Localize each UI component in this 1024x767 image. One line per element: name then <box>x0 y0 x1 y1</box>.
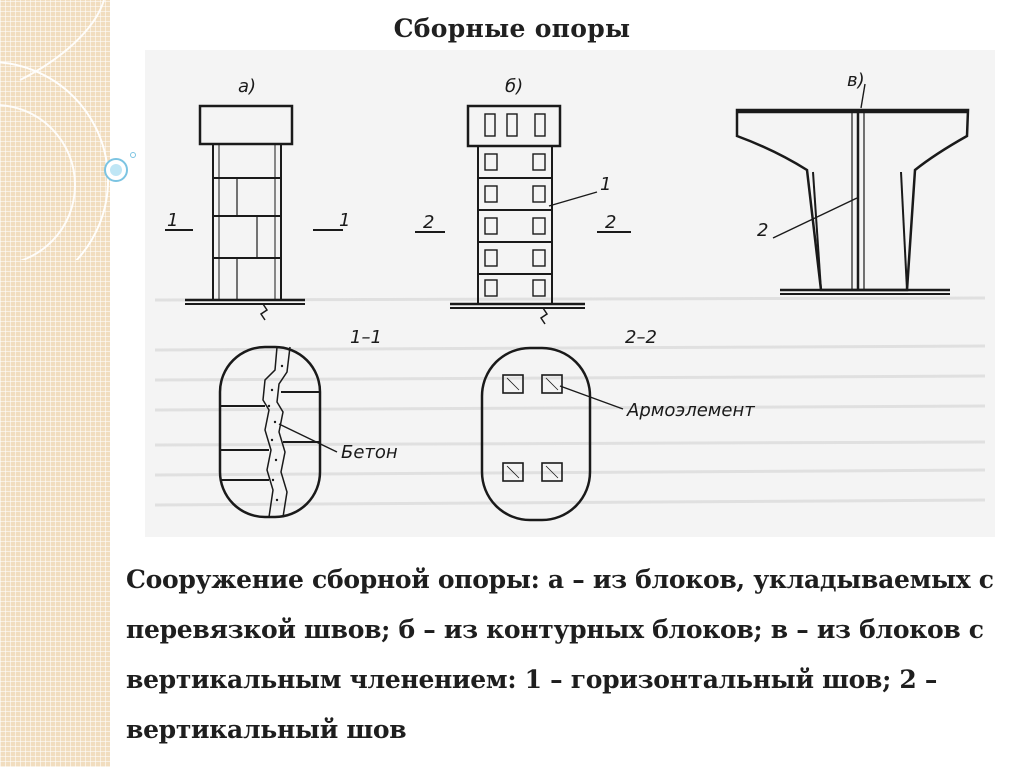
decorative-swirl <box>0 0 136 260</box>
marker-2-left: 2 <box>423 212 434 233</box>
page-title: Сборные опоры <box>393 14 631 43</box>
label-a: а) <box>238 76 256 97</box>
marker-2-right: 2 <box>605 212 616 233</box>
callout-1: 1 <box>600 174 611 195</box>
marker-1-left: 1 <box>167 210 178 231</box>
label-v: в) <box>847 70 865 91</box>
marker-1-right: 1 <box>339 210 350 231</box>
section-1-1-label: 1–1 <box>350 327 382 348</box>
figure-caption: Сооружение сборной опоры: а – из блоков,… <box>126 565 994 744</box>
label-b: б) <box>505 76 523 97</box>
decorative-sidebar <box>0 0 110 767</box>
section-2-2-label: 2–2 <box>625 327 657 348</box>
callout-2: 2 <box>757 220 768 241</box>
armo-label: Армоэлемент <box>626 400 755 421</box>
support-drawing: а) б) в) 1 1 2 2 1 2 1–1 2–2 Бетон Армоэ… <box>145 50 995 537</box>
concrete-label: Бетон <box>341 442 398 463</box>
